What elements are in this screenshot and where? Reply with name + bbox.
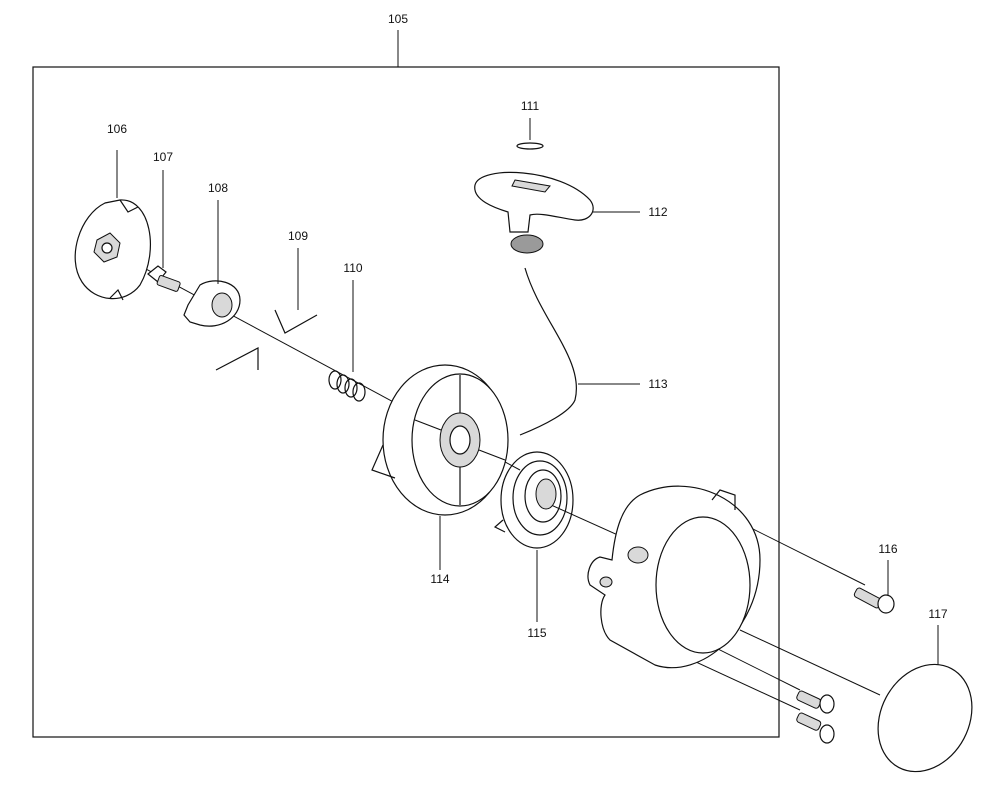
- part-106-drive-plate: 106: [74, 122, 151, 301]
- part-109-hex-key: 109: [215, 229, 318, 371]
- part-110-spring: 110: [328, 261, 366, 402]
- callout-108[interactable]: 108: [208, 181, 228, 195]
- housing-screws: [796, 690, 835, 744]
- starter-housing: [587, 485, 761, 669]
- callout-109[interactable]: 109: [288, 229, 308, 243]
- assembly-axis-lines: [119, 254, 881, 711]
- part-117-label: 117: [877, 607, 973, 773]
- callout-117[interactable]: 117: [928, 607, 947, 621]
- part-112-handle: 112: [474, 171, 668, 254]
- part-114-reel: 114: [371, 364, 509, 586]
- callout-105[interactable]: 105: [388, 12, 408, 26]
- part-115-spring-coil: 115: [493, 451, 574, 640]
- part-107-bolt: 107: [147, 150, 181, 292]
- callout-115[interactable]: 115: [527, 626, 546, 640]
- part-111-retainer: 111: [516, 99, 544, 150]
- callout-113[interactable]: 113: [648, 377, 667, 391]
- part-108-ratchet: 108: [183, 181, 241, 327]
- callout-107[interactable]: 107: [153, 150, 173, 164]
- callout-111[interactable]: 111: [521, 99, 540, 113]
- assembly-frame-rect: [32, 66, 780, 738]
- part-113-rope: 113: [519, 267, 668, 436]
- callout-114[interactable]: 114: [430, 572, 449, 586]
- callout-106[interactable]: 106: [107, 122, 127, 136]
- part-116-screw: 116: [853, 542, 898, 614]
- assembly-frame-105: 105: [32, 12, 780, 738]
- callout-112[interactable]: 112: [648, 205, 667, 219]
- callout-110[interactable]: 110: [343, 261, 362, 275]
- callout-116[interactable]: 116: [878, 542, 897, 556]
